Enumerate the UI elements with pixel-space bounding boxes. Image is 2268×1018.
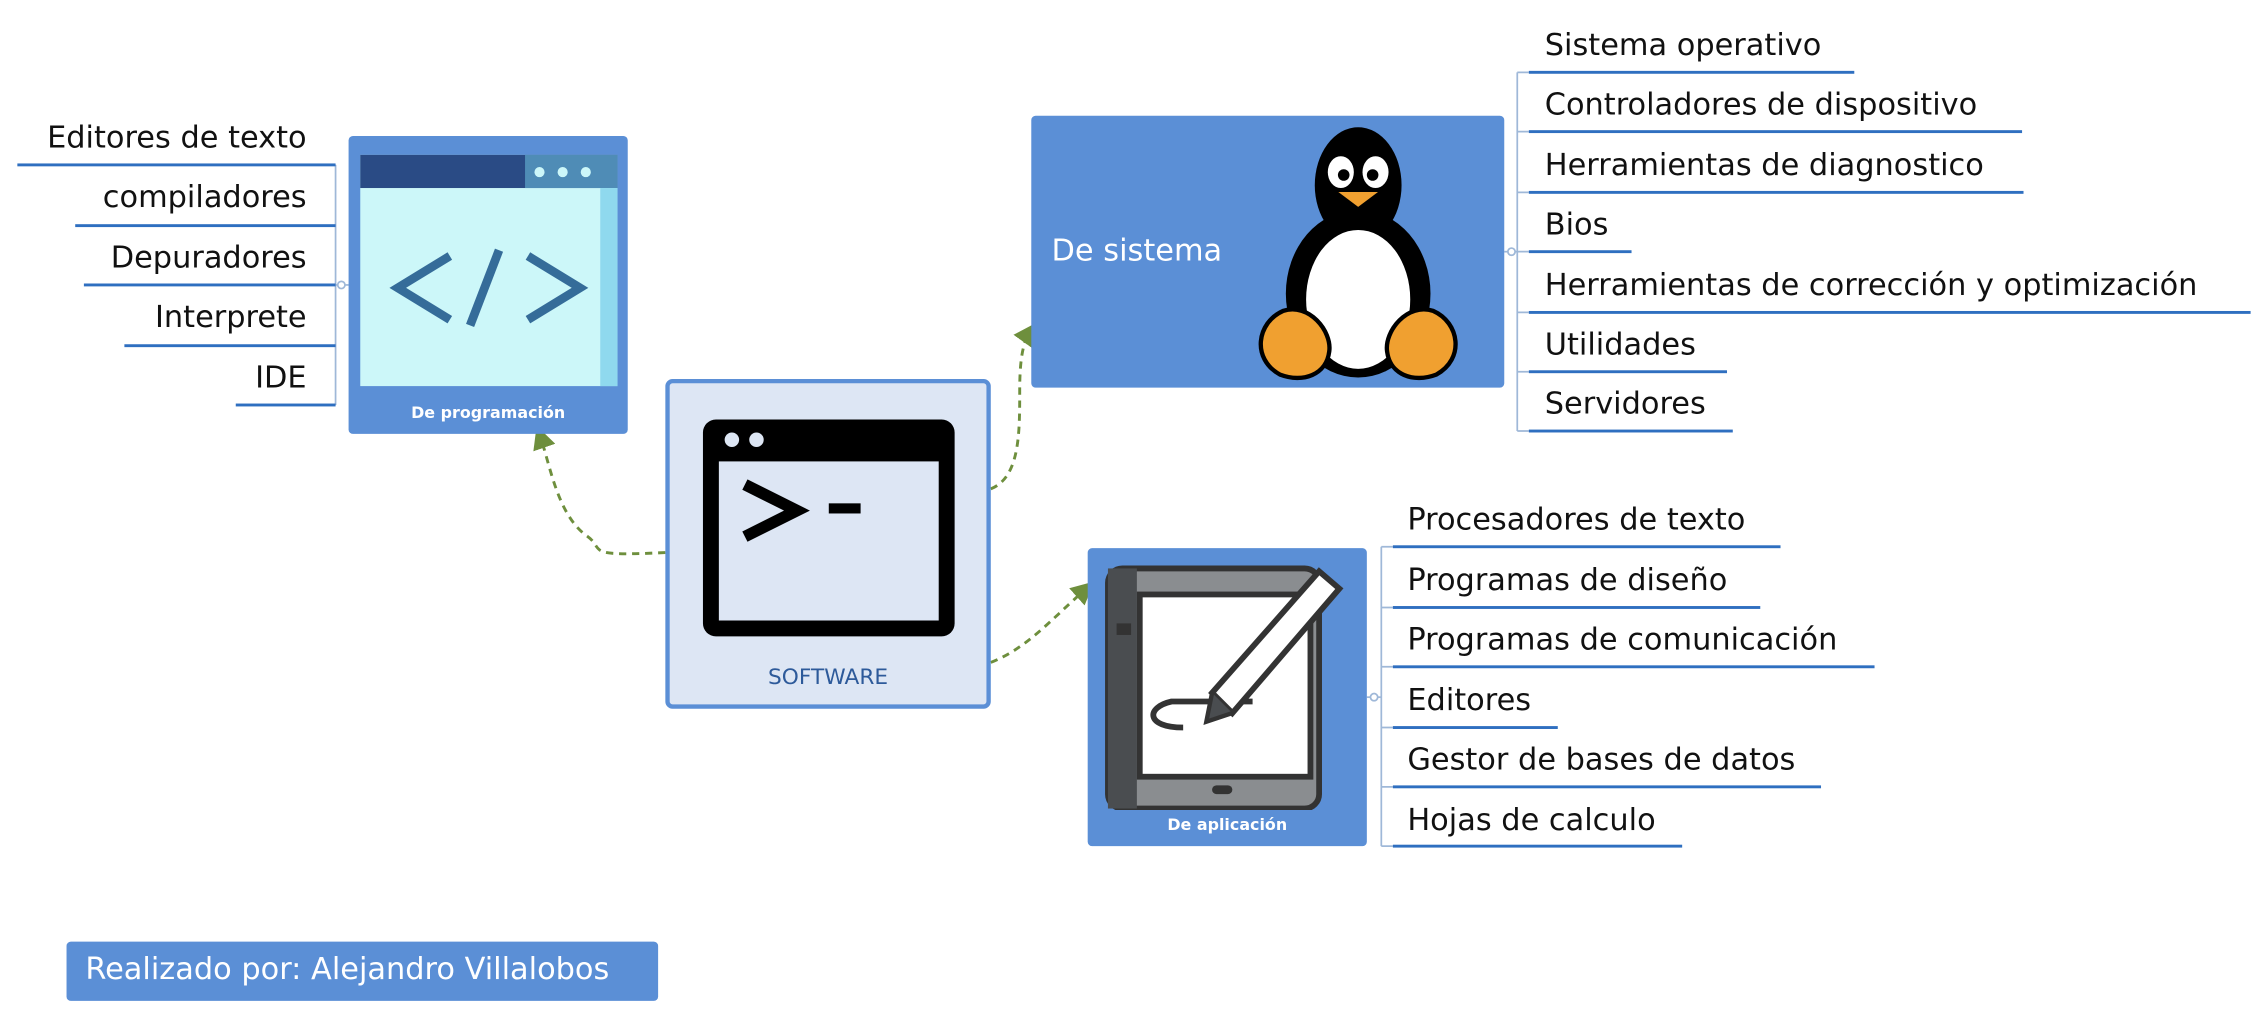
center-label: SOFTWARE [768, 663, 889, 690]
branch-programacion-label: De programación [411, 403, 566, 423]
leaf-interprete[interactable]: Interprete [154, 299, 307, 335]
underline [1528, 190, 2024, 194]
underline [1392, 665, 1875, 669]
leaf-herramientas-de-diagnostico[interactable]: Herramientas de diagnostico [1544, 147, 1984, 183]
leaf-herramientas-de-correccion[interactable]: Herramientas de corrección y optimizació… [1544, 267, 2198, 303]
author-credit-label: Realizado por: Alejandro Villalobos [85, 951, 610, 987]
branch-programacion-node[interactable]: De programación [348, 135, 628, 434]
leaf-editores-de-texto[interactable]: Editores de texto [47, 120, 307, 155]
connector-aplicacion [990, 581, 1095, 664]
leaf-ide[interactable]: IDE [255, 360, 307, 395]
code-window-icon [360, 154, 618, 387]
branch-aplicacion-node[interactable]: De aplicación [1087, 548, 1367, 847]
underline [124, 344, 336, 348]
underline [1528, 250, 1632, 254]
branch-aplicacion-label: De aplicación [1167, 815, 1288, 835]
underline [1392, 844, 1683, 848]
connector-programacion [533, 425, 666, 556]
tablet-pen-icon [1105, 565, 1344, 810]
underline [1528, 70, 1855, 74]
underline [17, 163, 336, 167]
leaf-servidores[interactable]: Servidores [1544, 386, 1706, 421]
underline [1392, 726, 1558, 729]
underline [1392, 785, 1822, 789]
center-node[interactable]: SOFTWARE [665, 378, 991, 709]
underline [1528, 429, 1733, 433]
leaf-depuradores[interactable]: Depuradores [110, 240, 307, 275]
underline [83, 283, 336, 287]
bracket-aplicacion [1366, 545, 1393, 848]
leaf-bios[interactable]: Bios [1544, 206, 1609, 242]
underline [235, 403, 336, 407]
underline [1528, 370, 1728, 374]
leaf-gestor-de-bases-de-datos[interactable]: Gestor de bases de datos [1407, 742, 1796, 777]
leaf-procesadores-de-texto[interactable]: Procesadores de texto [1407, 501, 1746, 537]
branch-sistema-label: De sistema [1051, 232, 1223, 268]
leaf-programas-de-diseno[interactable]: Programas de diseño [1407, 562, 1728, 598]
underline [1528, 310, 2251, 314]
underline [1392, 606, 1761, 609]
leaf-compiladores[interactable]: compiladores [102, 179, 307, 215]
terminal-icon [702, 419, 955, 637]
leaf-programas-de-comunicacion[interactable]: Programas de comunicación [1407, 621, 1838, 657]
leaf-controladores-de-dispositivo[interactable]: Controladores de dispositivo [1544, 86, 1978, 122]
branch-sistema-node[interactable]: De sistema [1031, 115, 1505, 388]
underline [1528, 130, 2023, 134]
underline [1392, 545, 1781, 549]
author-credit-box: Realizado por: Alejandro Villalobos [66, 941, 659, 1001]
leaf-hojas-de-calculo[interactable]: Hojas de calculo [1407, 802, 1656, 838]
underline [75, 224, 336, 228]
leaf-editores[interactable]: Editores [1407, 682, 1532, 718]
linux-penguin-icon [1258, 127, 1458, 381]
bracket-sistema [1504, 71, 1529, 432]
connector-sistema [990, 322, 1037, 491]
leaf-sistema-operativo[interactable]: Sistema operativo [1544, 27, 1822, 63]
leaf-utilidades[interactable]: Utilidades [1544, 326, 1696, 362]
